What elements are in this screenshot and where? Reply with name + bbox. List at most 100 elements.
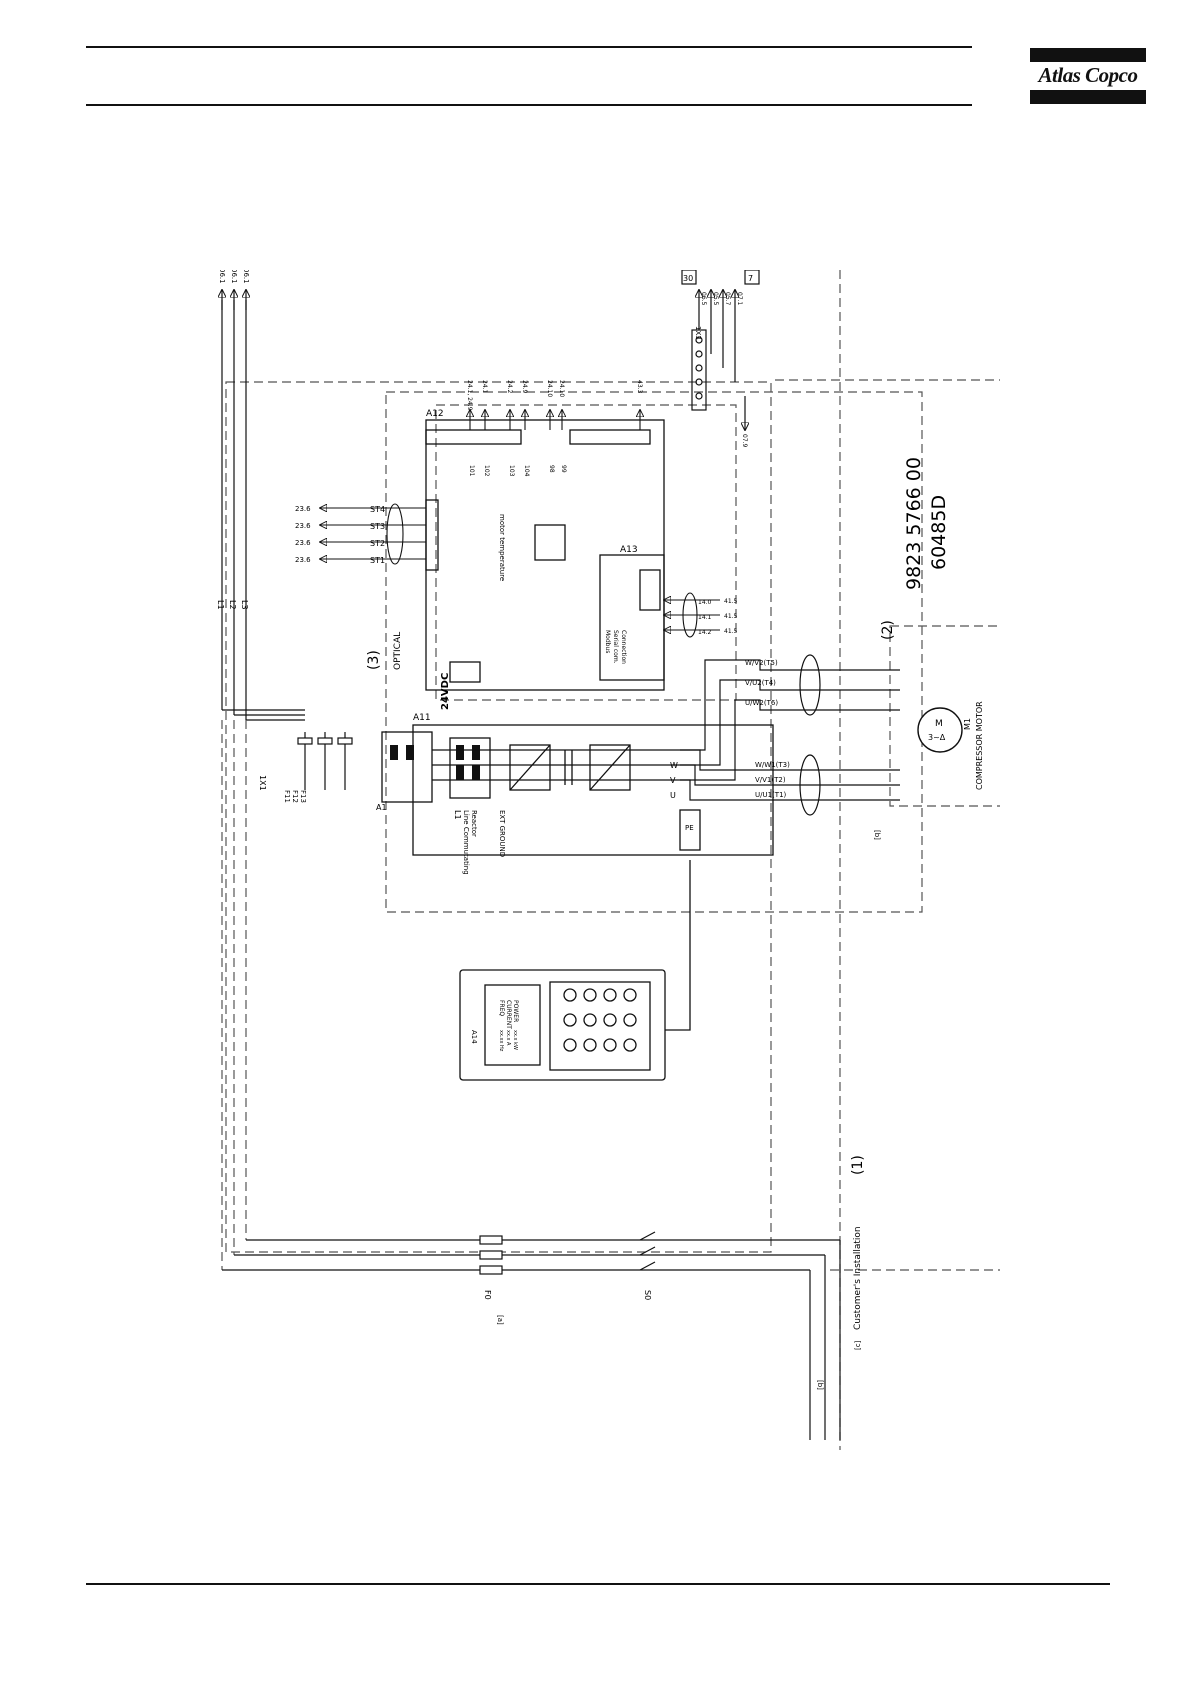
- controller-enclosure: [435, 404, 737, 701]
- phase-label-l1: L1: [216, 600, 225, 610]
- page-box-7: [744, 270, 760, 285]
- x3-tag: 1X3: [694, 326, 702, 340]
- st-label-4: ST4: [370, 505, 385, 514]
- logo-bar-bottom: [1030, 90, 1146, 104]
- motor-cable-gland-1: [799, 654, 821, 716]
- signal-103: 103: [508, 465, 515, 477]
- modbus-ref-1: 41.5: [724, 598, 738, 605]
- term-pe: PE: [685, 824, 694, 832]
- reactor-label-2: Reactor: [470, 810, 478, 837]
- x3-terminal: [681, 270, 760, 430]
- st-label-3: ST3: [370, 522, 385, 531]
- out-ref-6: 24.10: [558, 380, 565, 397]
- rectifier-diag: [509, 744, 551, 791]
- enclosure-boundaries: [225, 270, 1000, 1450]
- keypad-cable: [665, 860, 691, 1031]
- logo-bar-top: [1030, 48, 1146, 62]
- top-ref-1: 06.1: [218, 270, 226, 284]
- callout-2: (2): [880, 620, 896, 640]
- a13-modbus-board: [599, 554, 665, 681]
- modbus-signal-1: 14.0: [698, 599, 712, 606]
- motor-symbol-phase: 3~Δ: [928, 733, 946, 742]
- a12-outputs: [470, 410, 562, 430]
- line-reactor: [449, 737, 491, 799]
- left-ref-2: 23.6: [295, 522, 311, 530]
- footer-rule: [86, 1583, 1110, 1585]
- header-rule-top: [86, 46, 972, 48]
- customers-installation: Customer's Installation: [853, 1226, 863, 1330]
- a12-connector-right: [569, 429, 651, 445]
- s0-tag: S0: [643, 1290, 652, 1300]
- keypad-display: [484, 984, 541, 1066]
- logo-text: Atlas Copco: [1038, 63, 1138, 87]
- display-val-hz: xx.xx Hz: [498, 1030, 504, 1052]
- a11-drive: [381, 724, 774, 856]
- rectifier: [509, 744, 551, 791]
- atlas-copco-logo: Atlas Copco: [1030, 48, 1146, 104]
- a12-tag: A12: [426, 409, 444, 419]
- display-freq: FREQ: [498, 1000, 505, 1016]
- signal-101: 101: [468, 465, 475, 477]
- fuse-tag-2: F12: [291, 790, 299, 803]
- lead-w2: W/V2(T5): [745, 659, 778, 667]
- fuse-f0-3: [479, 1265, 503, 1275]
- motor-symbol-m: M: [935, 719, 943, 729]
- compressor-motor-label: COMPRESSOR MOTOR: [975, 701, 984, 790]
- term-v: V: [670, 776, 676, 785]
- rail-ref-07: 07.9: [741, 434, 748, 448]
- motor-m1: [917, 707, 963, 753]
- signal-99: 99: [560, 465, 567, 473]
- lead-uw2: U/W2(T6): [745, 699, 778, 707]
- keypad-body: [459, 969, 666, 1081]
- modbus-signal-3: 14.2: [698, 629, 712, 636]
- revision: 60485D: [928, 495, 950, 570]
- reactor-cores: [390, 745, 480, 780]
- out-ref-2: 24.1: [481, 380, 488, 394]
- callout-3: (3): [366, 650, 382, 670]
- drive-enclosure: [385, 391, 923, 913]
- fuse-f0-1: [479, 1235, 503, 1245]
- display-val-kw: xx.x kW: [512, 1030, 518, 1050]
- display-val-a: xx.x A: [505, 1030, 511, 1046]
- phase-label-l2: L2: [228, 600, 237, 610]
- st-label-1: ST1: [370, 556, 385, 565]
- callout-1: (1): [850, 1155, 866, 1175]
- modbus-label-2: Serial com.: [612, 630, 619, 664]
- out-ref-3: 24.2: [506, 380, 513, 394]
- fuse-tag-3: F13: [299, 790, 307, 803]
- signal-104: 104: [523, 465, 530, 477]
- x3-ref-4: 07.1: [736, 292, 743, 306]
- left-ref-4: 23.6: [295, 556, 311, 564]
- x3-ref-2: 05.5: [712, 292, 719, 306]
- signal-98: 98: [548, 465, 555, 473]
- zone-label-a: [a]: [496, 1315, 504, 1325]
- top-ref-2: 06.1: [230, 270, 238, 284]
- modbus-ref-2: 41.5: [724, 613, 738, 620]
- f0-tag: F0: [483, 1290, 492, 1300]
- a12-controller: [425, 419, 665, 691]
- jumper-block: [534, 524, 566, 561]
- zone-label-b-bottom: [b]: [816, 1380, 824, 1390]
- reactor-label-1: Line Commutating: [462, 810, 470, 875]
- modbus-ref-3: 41.5: [724, 628, 738, 635]
- signal-102: 102: [483, 465, 490, 477]
- switch-s0-1: [639, 1231, 656, 1241]
- lead-w1: W/W1(T3): [755, 761, 790, 769]
- motor-temp-label: motor temperature: [498, 514, 506, 581]
- motor-cable-gland-2: [799, 754, 821, 816]
- motor-enclosure: [889, 625, 1000, 807]
- st-arrows: [320, 503, 426, 565]
- a11-tag: A11: [413, 713, 431, 723]
- voltage-label: 24VDC: [440, 673, 451, 710]
- a13-tag: A13: [620, 545, 638, 555]
- l1-tag: L1: [453, 810, 462, 820]
- left-ref-1: 23.6: [295, 505, 311, 513]
- out-ref-1: 24.1, 24.9: [466, 380, 473, 411]
- a13-terminal: [639, 569, 661, 611]
- phase-label-l3: L3: [240, 600, 249, 610]
- a14-tag: A14: [470, 1030, 478, 1044]
- ground-label: EXT GROUND: [498, 810, 506, 857]
- inverter-diag: [589, 744, 631, 791]
- x3-ref-3: 05.7: [724, 292, 731, 306]
- a12-connector-left: [425, 499, 439, 571]
